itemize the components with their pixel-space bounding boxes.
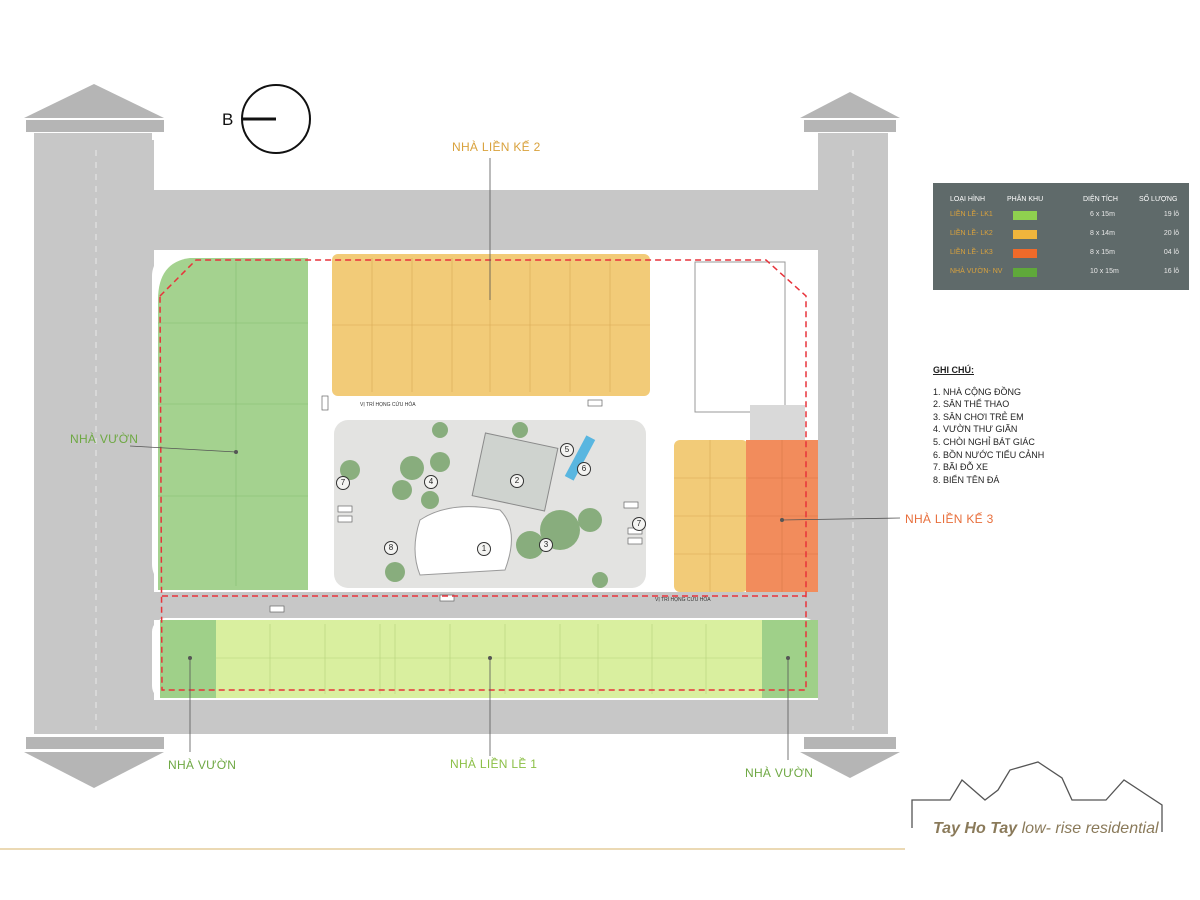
north-letter: B	[222, 110, 234, 129]
sports-court	[471, 432, 559, 512]
nhavuon-left-lots	[158, 262, 308, 586]
zone-nhavuon-bottom-left	[160, 620, 216, 698]
brand-skyline	[911, 761, 1163, 832]
fire-hydrant-label: VỊ TRÍ HỌNG CỨU HỎA	[655, 597, 711, 603]
note-item: 1. NHÀ CỘNG ĐỒNG	[933, 386, 1022, 397]
legend-area: 8 x 14m	[1090, 230, 1115, 237]
label-lk1: NHÀ LIỀN LỀ 1	[450, 757, 538, 771]
label-lk2: NHÀ LIỀN KẾ 2	[452, 140, 541, 154]
note-item: 6. BỒN NƯỚC TIỂU CẢNH	[933, 449, 1045, 460]
legend-qty: 20 lô	[1163, 230, 1179, 237]
zone-nhavuon-bottom-right	[762, 620, 818, 698]
legend-swatch-lk1	[1013, 211, 1037, 220]
legend-type: LIỀN LỀ- LK2	[950, 230, 993, 237]
legend-type: LIỀN LỀ- LK1	[950, 211, 993, 218]
water-feature	[564, 435, 596, 481]
legend-swatch-lk2	[1013, 230, 1037, 239]
label-nhavuon-bottom-right: NHÀ VƯỜN	[745, 766, 814, 780]
lk1-lots	[216, 624, 762, 694]
park-marker-6: 6	[577, 462, 591, 476]
legend-qty: 04 lô	[1163, 249, 1179, 256]
legend-header-qty: SỐ LƯỢNG	[1139, 196, 1178, 203]
park-marker-4: 4	[424, 475, 438, 489]
arrow-bottom-left-bar	[26, 737, 164, 749]
legend-type: NHÀ VƯỜN- NV	[950, 268, 1003, 275]
legend-qty: 16 lô	[1163, 268, 1179, 275]
parked-cars	[269, 395, 643, 613]
notes-title: GHI CHÚ:	[933, 365, 974, 375]
zone-nhavuon-left	[158, 258, 308, 590]
park-marker-7: 7	[632, 517, 646, 531]
legend-header-area: DIỆN TÍCH	[1083, 196, 1118, 203]
park-marker-1: 1	[477, 542, 491, 556]
community-building-annex	[750, 405, 805, 443]
legend-row: LIỀN LỀ- LK1 6 x 15m 19 lô	[933, 207, 1189, 225]
arrow-top-right-bar	[804, 120, 896, 132]
leader-lines	[129, 158, 901, 760]
arrow-bottom-right-bar	[804, 737, 896, 749]
note-item: 8. BIỂN TÊN ĐÁ	[933, 474, 1000, 485]
notes-list: GHI CHÚ: 1. NHÀ CỘNG ĐỒNG 2. SÂN THỂ THA…	[933, 364, 1044, 486]
community-building	[694, 261, 786, 413]
arrow-top-left	[24, 84, 164, 118]
park-marker-2: 2	[510, 474, 524, 488]
legend-area: 6 x 15m	[1090, 211, 1115, 218]
fire-hydrant-label: VỊ TRÍ HỌNG CỨU HỎA	[360, 402, 416, 408]
legend-area: 8 x 15m	[1090, 249, 1115, 256]
legend-type: LIỀN LỀ- LK3	[950, 249, 993, 256]
park-marker-5: 5	[560, 443, 574, 457]
site-boundary	[159, 259, 807, 691]
lk2-right-lots	[674, 440, 748, 592]
arrow-bottom-right	[800, 752, 900, 778]
arrow-bottom-left	[24, 752, 164, 788]
road-left-column	[44, 140, 154, 730]
legend-header-zone: PHÂN KHU	[1007, 196, 1044, 203]
note-item: 7. BÃI ĐỖ XE	[933, 462, 989, 473]
legend-swatch-nv	[1013, 268, 1037, 277]
note-item: 3. SÂN CHƠI TRẺ EM	[933, 411, 1024, 422]
label-lk3: NHÀ LIỀN KẾ 3	[905, 512, 994, 526]
legend-row: LIỀN LỀ- LK3 8 x 15m 04 lô	[933, 245, 1189, 263]
label-nhavuon-left: NHÀ VƯỜN	[70, 432, 139, 446]
legend-table: LOẠI HÌNH PHÂN KHU DIỆN TÍCH SỐ LƯỢNG LI…	[933, 183, 1189, 290]
brand-title: Tay Ho Tay low- rise residential	[933, 820, 1159, 838]
road-bottom	[34, 700, 888, 734]
legend-area: 10 x 15m	[1090, 268, 1119, 275]
road-top	[34, 190, 888, 250]
legend-header-type: LOẠI HÌNH	[950, 196, 986, 203]
note-item: 5. CHÒI NGHỈ BÁT GIÁC	[933, 436, 1035, 447]
legend-row: LIỀN LỀ- LK2 8 x 14m 20 lô	[933, 226, 1189, 244]
note-item: 4. VƯỜN THƯ GIÃN	[933, 424, 1018, 435]
leader-dots	[188, 450, 790, 660]
park-marker-7: 7	[336, 476, 350, 490]
label-nhavuon-bottom-left: NHÀ VƯỜN	[168, 758, 237, 772]
arrow-top-left-bar	[26, 120, 164, 132]
brand-name: Tay Ho Tay	[933, 820, 1018, 837]
legend-qty: 19 lô	[1163, 211, 1179, 218]
park-marker-8: 8	[384, 541, 398, 555]
road-top-edge	[160, 140, 812, 185]
park-marker-3: 3	[539, 538, 553, 552]
legend-swatch-lk3	[1013, 249, 1037, 258]
legend-row: NHÀ VƯỜN- NV 10 x 15m 16 lô	[933, 264, 1189, 282]
note-item: 2. SÂN THỂ THAO	[933, 399, 1010, 410]
brand-subtitle: low- rise residential	[1017, 820, 1159, 837]
arrow-top-right	[800, 92, 900, 118]
park-plaza	[414, 506, 512, 576]
